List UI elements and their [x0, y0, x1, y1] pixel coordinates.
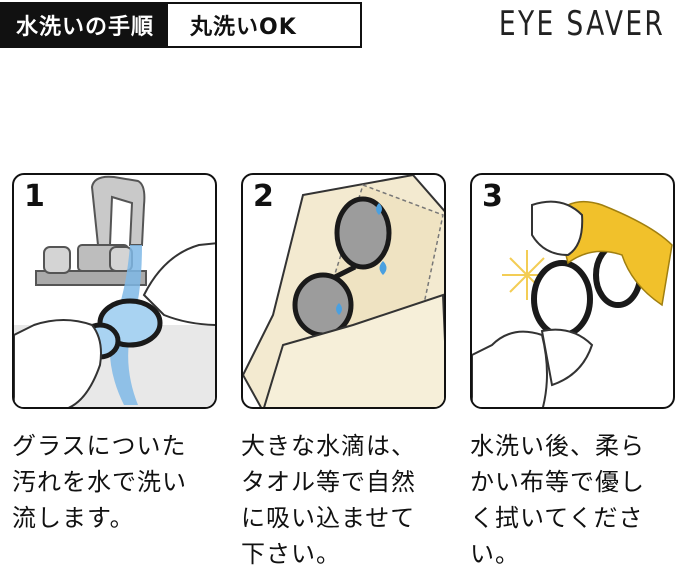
- header-tag: 水洗いの手順 丸洗いOK: [0, 2, 363, 48]
- brand-logo: EYE SAVER: [498, 4, 665, 44]
- step-2-panel: 2: [241, 173, 446, 409]
- washable-ok-label: 丸洗いOK: [168, 4, 361, 46]
- step-1-number: 1: [24, 179, 45, 214]
- step-1-panel: 1: [12, 173, 217, 409]
- step-2-number: 2: [253, 179, 274, 214]
- step-3-number: 3: [482, 179, 503, 214]
- step-3-panel: 3: [470, 173, 675, 409]
- wash-steps-label: 水洗いの手順: [2, 4, 169, 46]
- towel-drying-illustration: [243, 175, 444, 407]
- washing-glasses-illustration: [14, 175, 215, 407]
- step-3-caption: 水洗い後、柔ら かい布等で優し く拭いてくださ い。: [470, 432, 645, 568]
- cloth-wiping-illustration: [472, 200, 673, 407]
- step-2-caption: 大きな水滴は、 タオル等で自然 に吸い込ませて 下さい。: [241, 432, 416, 568]
- step-1-caption: グラスについた 汚れを水で洗い 流します。: [12, 432, 187, 532]
